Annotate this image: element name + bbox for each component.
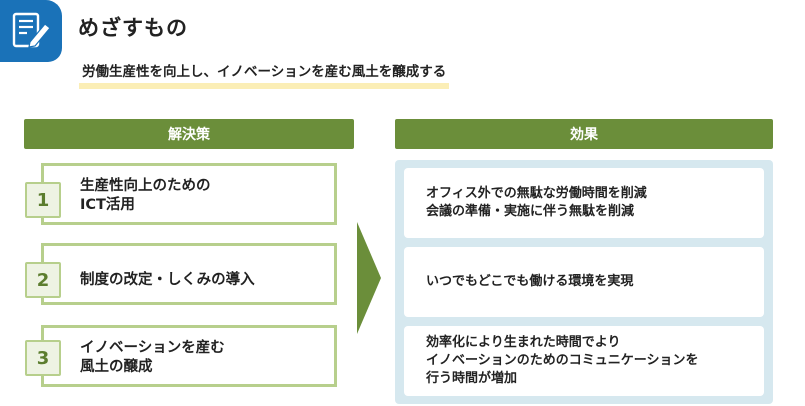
solution-label-3-line2: 風土の醸成	[80, 359, 153, 375]
solution-label-2-line1: 制度の改定・しくみの導入	[80, 272, 255, 288]
effect-1-line2: 会議の準備・実施に伴う無駄を削減	[426, 204, 635, 219]
effect-text-1: オフィス外での無駄な労働時間を削減 会議の準備・実施に伴う無駄を削減	[426, 185, 647, 221]
solution-number-3: 3	[25, 340, 61, 376]
goal-statement: 労働生産性を向上し、イノベーションを産む風土を醸成する	[79, 63, 450, 89]
page-title: めざすもの	[78, 16, 188, 40]
effect-text-3: 効率化により生まれた時間でより イノベーションのためのコミュニケーションを 行う…	[426, 334, 698, 388]
solution-label-1-line1: 生産性向上のための	[80, 178, 211, 194]
effect-card-2: いつでもどこでも働ける環境を実現	[404, 247, 764, 317]
solution-label-2: 制度の改定・しくみの導入	[80, 271, 255, 290]
effect-card-1: オフィス外での無駄な労働時間を削減 会議の準備・実施に伴う無駄を削減	[404, 168, 764, 238]
solution-label-1: 生産性向上のための ICT活用	[80, 177, 211, 215]
solutions-heading: 解決策	[24, 119, 354, 149]
solution-box-3	[41, 325, 337, 387]
solution-number-1: 1	[25, 182, 61, 218]
effects-heading: 効果	[395, 119, 773, 149]
solution-label-3-line1: イノベーションを産む	[80, 340, 225, 356]
solution-box-2	[41, 243, 337, 305]
effect-2-line1: いつでもどこでも働ける環境を実現	[426, 274, 634, 289]
effect-3-line1: 効率化により生まれた時間でより	[426, 335, 621, 350]
arrow-right-icon	[357, 222, 381, 334]
solution-label-3: イノベーションを産む 風土の醸成	[80, 339, 225, 377]
effect-text-2: いつでもどこでも働ける環境を実現	[426, 273, 633, 291]
effect-1-line1: オフィス外での無駄な労働時間を削減	[426, 186, 647, 201]
effect-3-line2: イノベーションのためのコミュニケーションを	[426, 353, 699, 368]
solution-number-2: 2	[25, 262, 61, 298]
pencil-document-icon	[0, 0, 62, 62]
solution-label-1-line2: ICT活用	[80, 197, 135, 213]
effect-3-line3: 行う時間が増加	[426, 371, 518, 386]
logo	[0, 0, 62, 62]
effect-card-3: 効率化により生まれた時間でより イノベーションのためのコミュニケーションを 行う…	[404, 326, 764, 396]
solution-box-1	[41, 163, 337, 225]
